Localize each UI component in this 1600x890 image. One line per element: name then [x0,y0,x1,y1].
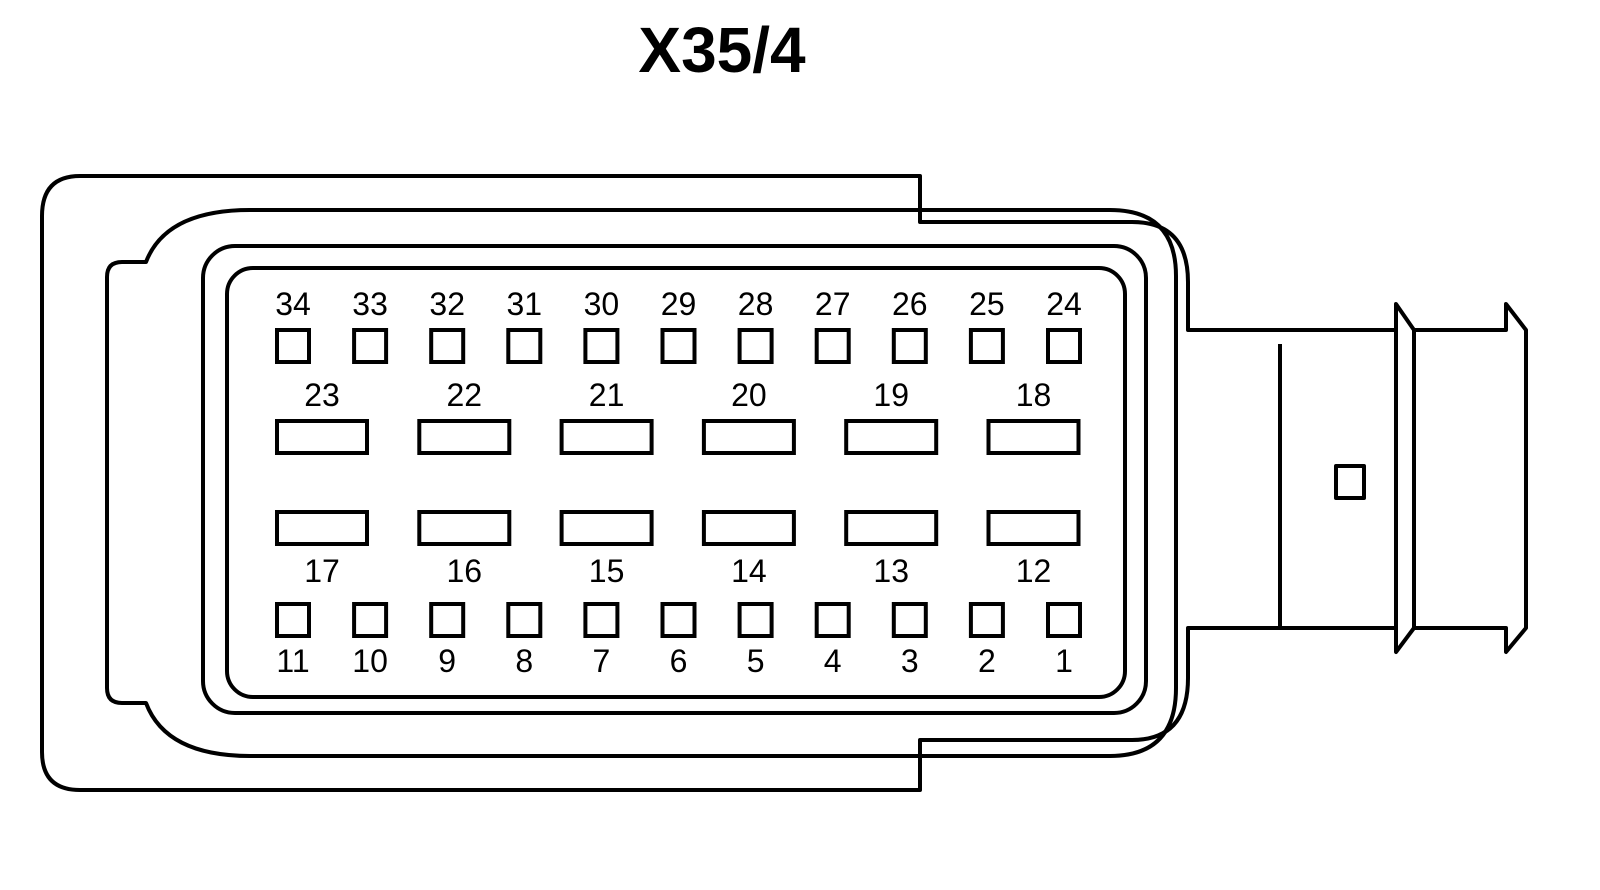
pin-label-2: 2 [978,643,996,679]
pin-16 [417,510,512,546]
pin-label-18: 18 [1016,377,1052,413]
cavity-inner-outline [225,266,1127,699]
pin-23 [275,419,369,455]
pin-15 [559,510,654,546]
pin-label-10: 10 [352,643,388,679]
connector-shell-outline [105,208,1178,758]
pin-9 [429,602,466,638]
pin-8 [506,602,543,638]
pin-label-9: 9 [438,643,456,679]
pin-26 [891,328,928,364]
pin-25 [968,328,1005,364]
pin-17 [275,510,369,546]
pin-label-30: 30 [584,286,620,322]
cavity-outer-outline [201,244,1148,715]
pin-label-25: 25 [969,286,1005,322]
pin-label-6: 6 [670,643,688,679]
pin-label-34: 34 [275,286,311,322]
rear-flange-outline [1414,302,1528,654]
pin-5 [737,602,774,638]
latch-window [1334,464,1366,500]
pin-label-7: 7 [593,643,611,679]
pin-18 [986,419,1081,455]
pin-label-8: 8 [515,643,533,679]
pin-label-11: 11 [276,643,309,679]
pin-label-22: 22 [447,377,483,413]
pin-label-27: 27 [815,286,851,322]
pin-24 [1046,328,1082,364]
pin-label-28: 28 [738,286,774,322]
pin-30 [583,328,620,364]
pin-6 [660,602,697,638]
pin-label-17: 17 [304,553,340,589]
pin-32 [429,328,466,364]
pin-label-33: 33 [352,286,388,322]
pin-11 [275,602,311,638]
pin-10 [352,602,389,638]
rear-collar-outline [1394,302,1416,654]
pin-29 [660,328,697,364]
pin-label-3: 3 [901,643,919,679]
pin-label-12: 12 [1016,553,1052,589]
pin-label-19: 19 [873,377,909,413]
pin-label-13: 13 [873,553,909,589]
pin-1 [1046,602,1082,638]
pin-label-31: 31 [507,286,543,322]
connector-housing-outline [40,174,1398,792]
pin-label-16: 16 [447,553,483,589]
pin-4 [814,602,851,638]
pin-7 [583,602,620,638]
pin-label-23: 23 [304,377,340,413]
pin-label-14: 14 [731,553,767,589]
pin-14 [701,510,796,546]
pin-label-5: 5 [747,643,765,679]
pin-label-1: 1 [1055,643,1073,679]
pin-31 [506,328,543,364]
pin-21 [559,419,654,455]
pin-20 [701,419,796,455]
pin-label-4: 4 [824,643,842,679]
pin-33 [352,328,389,364]
pin-22 [417,419,512,455]
pin-label-15: 15 [589,553,625,589]
pin-19 [844,419,939,455]
pin-27 [814,328,851,364]
pin-label-29: 29 [661,286,697,322]
pin-2 [968,602,1005,638]
pin-3 [891,602,928,638]
pin-label-21: 21 [589,377,625,413]
pin-label-26: 26 [892,286,928,322]
pin-label-32: 32 [429,286,465,322]
pin-12 [986,510,1081,546]
pin-28 [737,328,774,364]
pin-34 [275,328,311,364]
pin-13 [844,510,939,546]
connector-title: X35/4 [638,14,806,86]
pin-label-20: 20 [731,377,767,413]
pin-label-24: 24 [1046,286,1082,322]
